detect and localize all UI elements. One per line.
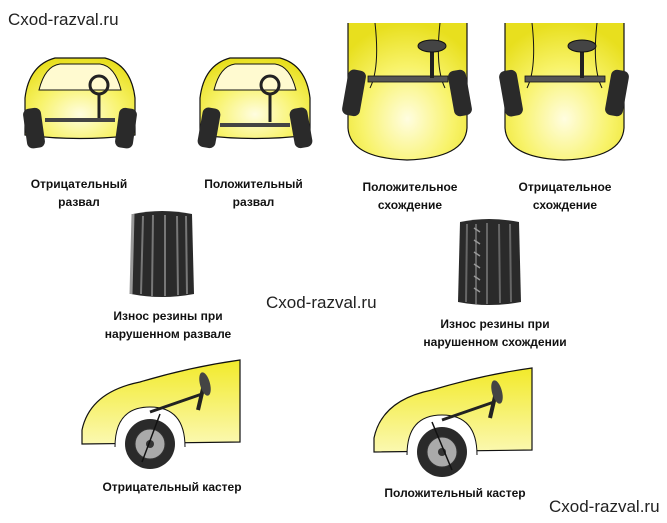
tire-wear-camber	[125, 210, 200, 298]
negative-camber-car	[15, 50, 145, 155]
watermark-center: Cxod-razval.ru	[266, 293, 377, 313]
positive-caster-car	[372, 360, 537, 478]
positive-camber-car	[190, 50, 320, 155]
positive-toe-car	[340, 18, 475, 163]
negative-toe-car	[497, 18, 632, 163]
tire-wear-toe	[452, 218, 527, 306]
watermark-bottom-right: Cxod-razval.ru	[549, 497, 660, 517]
negative-caster-car	[80, 352, 245, 470]
watermark-top-left: Cxod-razval.ru	[8, 10, 119, 30]
caption-negative-caster: Отрицательный кастер	[82, 478, 262, 496]
caption-positive-caster: Положительный кастер	[365, 484, 545, 502]
